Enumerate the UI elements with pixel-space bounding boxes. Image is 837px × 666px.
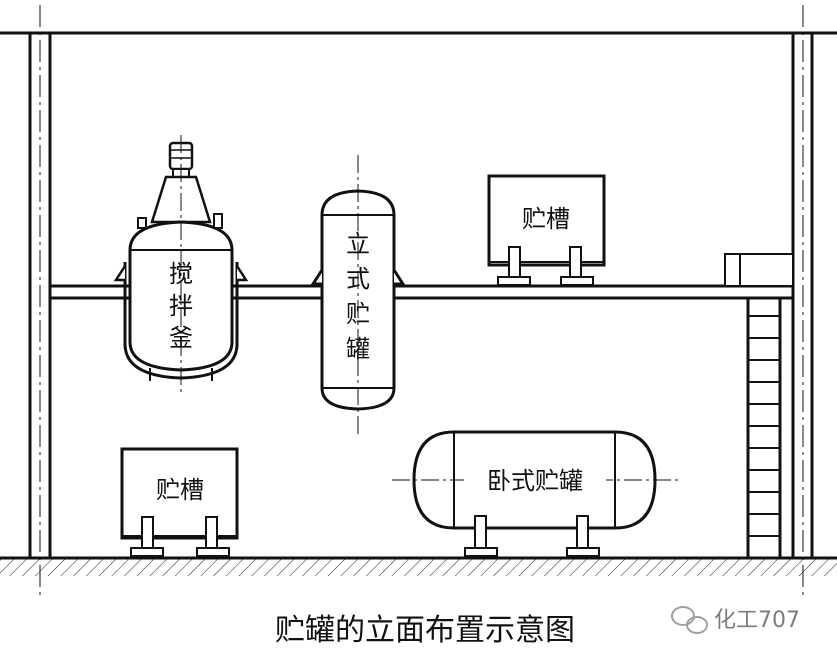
vertical-tank-label-1: 立 (346, 230, 370, 258)
vertical-tank-label-3: 贮 (346, 300, 370, 328)
lower-storage-tank-label: 贮槽 (156, 476, 204, 504)
vertical-tank-label-2: 式 (346, 265, 370, 293)
upper-storage-tank (487, 174, 606, 286)
agitator-label-1: 搅 (169, 260, 193, 288)
building-frame (0, 5, 837, 596)
agitator-label-2: 拌 (169, 292, 193, 320)
lower-storage-tank (120, 447, 239, 557)
horizontal-tank-label: 卧式贮罐 (487, 467, 583, 495)
diagram-caption: 贮罐的立面布置示意图 (275, 613, 575, 648)
ground (0, 556, 837, 576)
watermark: 化工707 (671, 606, 800, 634)
staircase (724, 253, 794, 558)
vertical-tank-label-4: 罐 (346, 335, 370, 363)
agitator-label-3: 釜 (169, 324, 193, 352)
watermark-text: 化工707 (714, 608, 800, 633)
upper-storage-tank-label: 贮槽 (522, 205, 570, 233)
wechat-icon (671, 606, 708, 634)
